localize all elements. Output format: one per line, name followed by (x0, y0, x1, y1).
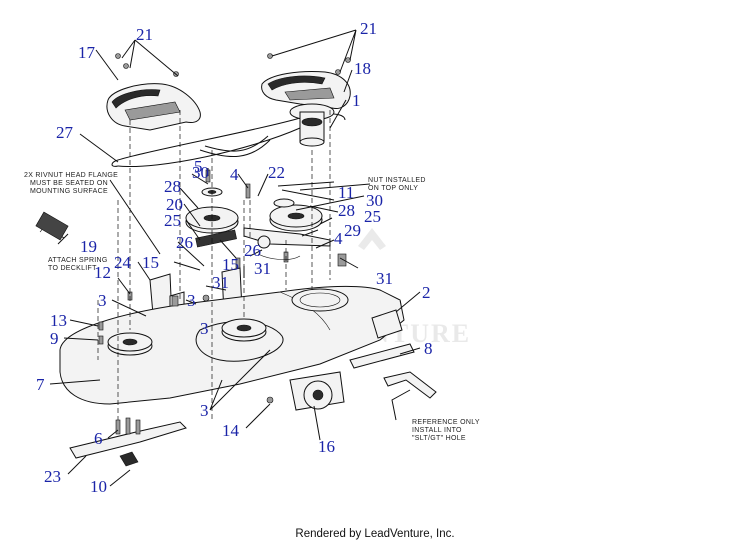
callout-21a: 21 (136, 25, 153, 44)
callout-16: 16 (318, 437, 335, 456)
callout-13: 13 (50, 311, 67, 330)
note-rivnut-line1: 2X RIVNUT HEAD FLANGE (24, 172, 118, 179)
callout-28a: 28 (164, 177, 181, 196)
callout-20: 20 (166, 195, 183, 214)
callout-6: 6 (94, 429, 103, 448)
callout-30a: 30 (192, 163, 209, 182)
callout-5: 5 (194, 157, 203, 176)
callout-4a: 4 (230, 165, 239, 184)
callout-22: 22 (268, 163, 285, 182)
callout-23: 23 (44, 467, 61, 486)
idler-bracket (243, 227, 331, 249)
callout-26b: 26 (244, 241, 261, 260)
callout-11: 11 (338, 183, 354, 202)
leader-lines (49, 29, 421, 487)
deck-roller (289, 371, 345, 411)
callout-14: 14 (222, 421, 240, 440)
note-reference-line2: INSTALL INTO (412, 427, 462, 434)
callout-25a: 25 (164, 211, 181, 230)
note-reference-line1: REFERENCE ONLY (412, 419, 480, 426)
watermark-flame-icon (358, 228, 386, 250)
callout-9: 9 (50, 329, 59, 348)
footer-credit: Rendered by LeadVenture, Inc. (295, 528, 455, 540)
callout-4b: 4 (334, 229, 343, 248)
notes: 2X RIVNUT HEAD FLANGE MUST BE SEATED ON … (24, 172, 480, 442)
callout-7: 7 (36, 375, 45, 394)
idler-spring (195, 229, 237, 248)
note-rivnut-line3: MOUNTING SURFACE (30, 188, 108, 195)
callout-15b: 15 (222, 255, 239, 274)
note-nut-line2: ON TOP ONLY (368, 185, 418, 192)
callout-31b: 31 (254, 259, 271, 278)
spring (35, 211, 69, 241)
callout-1: 1 (352, 91, 361, 110)
deck-pulleys (107, 318, 267, 356)
spindle-assembly (289, 103, 335, 147)
callout-19: 19 (80, 237, 97, 256)
callout-30b: 30 (366, 191, 383, 210)
callout-3d: 3 (200, 401, 209, 420)
callout-31a: 31 (212, 273, 229, 292)
discharge-parts (349, 309, 437, 399)
callout-18: 18 (354, 59, 371, 78)
callout-3a: 3 (98, 291, 107, 310)
left-belt-cover (106, 83, 201, 131)
note-spring-line2: TO DECKLIFT (48, 265, 97, 272)
callout-29: 29 (344, 221, 361, 240)
right-belt-cover (261, 71, 351, 109)
callout-3c: 3 (200, 319, 209, 338)
callout-21b: 21 (360, 19, 377, 38)
callout-3b: 3 (187, 291, 196, 310)
callout-31c: 31 (376, 269, 393, 288)
callout-25b: 25 (364, 207, 381, 226)
callout-10: 10 (90, 477, 107, 496)
assembly-lines (97, 110, 331, 420)
note-reference-line3: "SLT/GT" HOLE (412, 435, 466, 442)
callout-24: 24 (114, 253, 132, 272)
callout-8: 8 (424, 339, 433, 358)
idler-pulley-right (269, 198, 323, 232)
note-nut-line1: NUT INSTALLED (368, 177, 426, 184)
callout-28b: 28 (338, 201, 355, 220)
belt (111, 113, 346, 167)
callout-2: 2 (422, 283, 431, 302)
callout-12: 12 (94, 263, 111, 282)
callout-27: 27 (56, 123, 74, 142)
callout-26a: 26 (176, 233, 193, 252)
callout-17: 17 (78, 43, 96, 62)
note-spring-line1: ATTACH SPRING (48, 257, 108, 264)
note-rivnut-line2: MUST BE SEATED ON (30, 180, 108, 187)
callout-15a: 15 (142, 253, 159, 272)
callouts: 1 2 3 3 3 3 4 4 5 6 7 8 9 10 11 12 13 14… (36, 19, 433, 496)
